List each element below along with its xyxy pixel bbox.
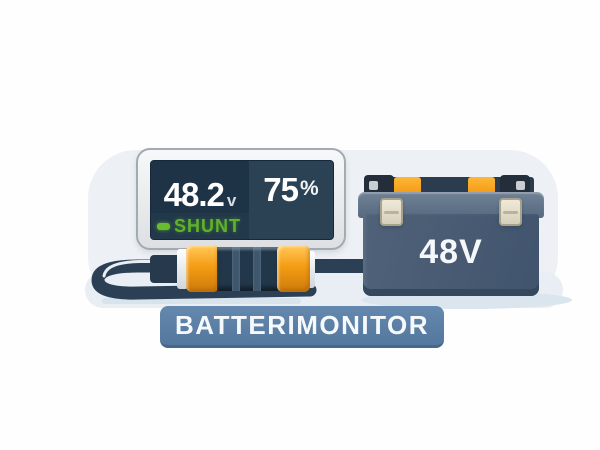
caption-banner: BATTERIMONITOR — [160, 306, 444, 348]
shunt-segment-divider — [253, 247, 261, 291]
soc-unit: % — [300, 177, 319, 200]
soc-value: 75 — [263, 171, 299, 208]
battery-clip-left — [380, 198, 403, 226]
battery-post-left — [364, 175, 394, 197]
cable-loop — [91, 259, 317, 300]
shunt-segment-divider — [232, 247, 240, 291]
shunt-collar-left — [186, 245, 219, 292]
battery-voltage-label: 48V — [419, 232, 483, 271]
state-of-charge-panel: 75 % — [249, 161, 333, 239]
shunt-ring-left — [177, 249, 188, 289]
shunt-ring-right — [305, 251, 315, 288]
battery-post-right — [500, 175, 530, 197]
caption-label: BATTERIMONITOR — [174, 310, 430, 340]
cable-highlight — [102, 260, 198, 278]
battery-body: 48V — [363, 214, 539, 296]
battery-post-pad — [516, 181, 525, 190]
shunt-collar-right — [277, 245, 310, 292]
monitor-screen: 48.2 v 75 % SHUNT — [150, 160, 334, 240]
shunt-indicator-icon — [157, 222, 170, 230]
voltage-value: 48.2 — [163, 176, 225, 213]
shunt-label: SHUNT — [174, 215, 241, 236]
voltage-unit: v — [226, 191, 237, 210]
shunt-status-row: SHUNT — [151, 213, 249, 239]
monitor-display: 48.2 v 75 % SHUNT — [136, 148, 346, 250]
voltage-panel: 48.2 v — [151, 161, 249, 213]
battery-post-pad — [369, 181, 378, 190]
shunt-device-body — [217, 247, 279, 291]
battery-clip-right — [499, 198, 522, 226]
